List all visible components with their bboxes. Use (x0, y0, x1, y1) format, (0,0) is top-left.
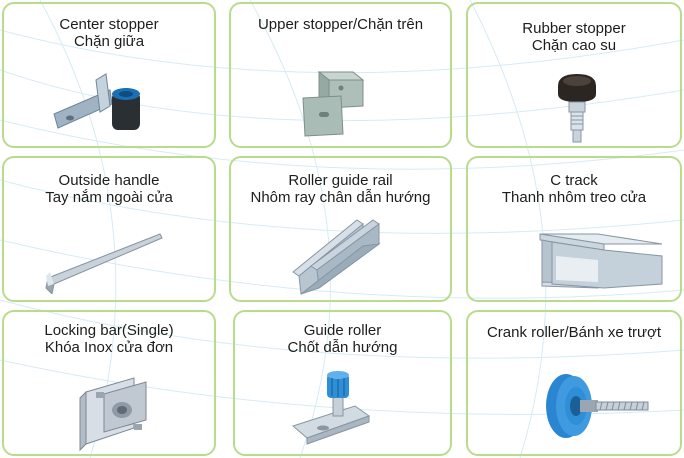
product-name-vi: Tay nắm ngoài cửa (45, 189, 173, 206)
product-title: Center stopper Chặn giữa (4, 16, 214, 50)
outside-handle-icon (45, 233, 163, 294)
upper-stopper-icon (302, 70, 365, 137)
product-name-vi: Chốt dẫn hướng (287, 339, 398, 356)
guide-roller-icon (291, 371, 371, 445)
product-name-en: Outside handle (58, 172, 160, 189)
product-card-c-track[interactable]: C track Thanh nhôm treo cửa (466, 156, 682, 302)
product-title: Roller guide rail Nhôm ray chân dẫn hướn… (231, 172, 450, 206)
product-card-locking-bar[interactable]: Locking bar(Single) Khóa Inox cửa đơn (2, 310, 216, 456)
product-name-vi: Thanh nhôm treo cửa (501, 189, 647, 206)
product-card-upper-stopper[interactable]: Upper stopper/Chặn trên (229, 2, 452, 148)
product-name-en: Guide roller (303, 322, 382, 339)
product-title: Locking bar(Single) Khóa Inox cửa đơn (4, 322, 214, 356)
product-name-vi: Nhôm ray chân dẫn hướng (250, 189, 431, 206)
product-name-en: Rubber stopper (522, 20, 626, 37)
product-card-roller-guide-rail[interactable]: Roller guide rail Nhôm ray chân dẫn hướn… (229, 156, 452, 302)
product-title: Outside handle Tay nắm ngoài cửa (4, 172, 214, 206)
product-title: C track Thanh nhôm treo cửa (468, 172, 680, 206)
product-title: Crank roller/Bánh xe trượt (468, 324, 680, 341)
product-name-en: Crank roller/Bánh xe trượt (486, 324, 662, 341)
product-title: Rubber stopper Chặn cao su (468, 20, 680, 54)
product-card-outside-handle[interactable]: Outside handle Tay nắm ngoài cửa (2, 156, 216, 302)
center-stopper-icon (53, 73, 140, 130)
product-name-en: Roller guide rail (288, 172, 393, 189)
product-name-vi: Khóa Inox cửa đơn (44, 339, 174, 356)
product-name-vi: Chặn giữa (73, 33, 145, 50)
roller-guide-rail-icon (292, 219, 381, 295)
crank-roller-icon (546, 374, 649, 438)
locking-bar-icon (79, 377, 147, 452)
c-track-icon (539, 233, 663, 289)
product-title: Upper stopper/Chặn trên (231, 16, 450, 33)
product-title: Guide roller Chốt dẫn hướng (235, 322, 450, 356)
product-name-en: Center stopper (59, 16, 159, 33)
product-name-en: Locking bar(Single) (44, 322, 174, 339)
product-card-crank-roller[interactable]: Crank roller/Bánh xe trượt (466, 310, 682, 456)
product-name-en: C track (550, 172, 598, 189)
product-card-center-stopper[interactable]: Center stopper Chặn giữa (2, 2, 216, 148)
rubber-stopper-icon (558, 74, 596, 143)
product-name-en: Upper stopper/Chặn trên (257, 16, 424, 33)
product-card-rubber-stopper[interactable]: Rubber stopper Chặn cao su (466, 2, 682, 148)
product-card-guide-roller[interactable]: Guide roller Chốt dẫn hướng (233, 310, 452, 456)
product-name-vi: Chặn cao su (531, 37, 617, 54)
